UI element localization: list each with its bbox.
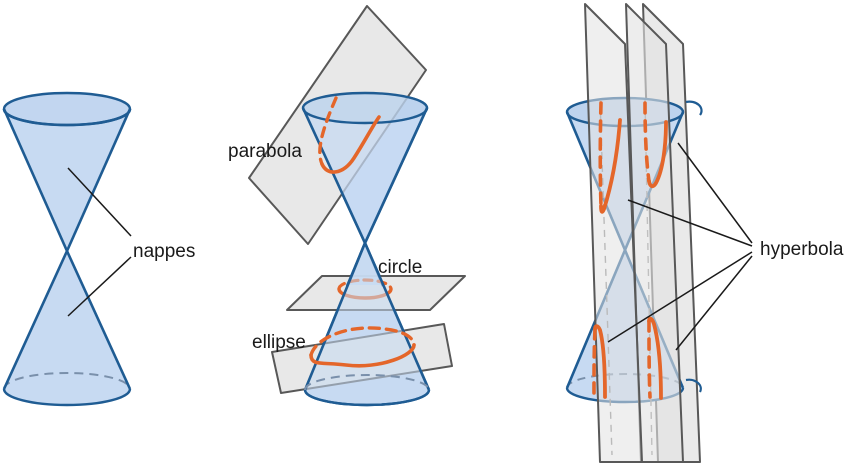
upper-nappe-left-edge <box>2 108 69 252</box>
upper-nappe-right-edge <box>65 108 132 252</box>
left-cone-lower-nappe <box>2 250 132 407</box>
hyperbola-curves-upper <box>598 101 668 214</box>
hyperbola-leader-1 <box>677 142 753 244</box>
label-hyperbola: hyperbola <box>760 239 844 260</box>
mid-lower-left-edge-overlay <box>303 242 367 391</box>
upper-nappe-body <box>4 109 130 251</box>
hyperbola-leader-4 <box>675 255 753 351</box>
lower-nappe-left-edge <box>2 250 69 390</box>
mid-upper-right-edge-overlay <box>363 107 429 244</box>
hyperbola-curves-lower <box>592 316 663 400</box>
label-parabola: parabola <box>228 141 302 162</box>
label-nappes: nappes <box>133 241 195 262</box>
nappes-leader-lower <box>67 256 132 317</box>
upper-nappe-front-rim <box>2 108 132 127</box>
mid-upper-top-ellipse-overlay <box>301 91 429 125</box>
mid-lower-right-edge-overlay <box>363 242 431 391</box>
parabola-curve-group <box>318 96 381 174</box>
lower-nappe-right-edge <box>65 250 132 390</box>
lower-nappe-body <box>4 251 130 405</box>
right-rim-sliver-top <box>685 100 703 116</box>
hyperbola-leader-3 <box>607 251 753 343</box>
hyperbola-lower-right-visible <box>647 316 663 400</box>
label-circle: circle <box>378 257 422 278</box>
hyperbola-leader-2 <box>627 199 753 247</box>
parabola-plane <box>248 5 429 245</box>
hyperbola-upper-right-hidden <box>643 101 651 183</box>
lower-base-hidden-arc <box>3 372 131 390</box>
hyperbola-lower-right-hidden <box>647 319 652 399</box>
hyperbola-upper-right-visible <box>647 120 668 189</box>
panel-parabola-circle-ellipse: parabola circle <box>228 5 466 407</box>
hyperbola-lower-left-visible <box>593 324 607 399</box>
right-rim-sliver-bottom <box>685 378 702 393</box>
ellipse-curve-group <box>309 326 416 368</box>
ellipse-plane <box>271 242 453 407</box>
mid-lower-base-hidden-arc-overlay <box>304 374 430 391</box>
nappes-leader-upper <box>67 167 132 237</box>
hyperbola-plane-left <box>584 3 643 463</box>
panel-hyperbola: hyperbola <box>565 3 844 463</box>
hyperbola-upper-left-hidden <box>598 101 603 208</box>
hyperbola-lower-left-hidden <box>592 327 597 396</box>
parabola-curve-visible <box>320 115 381 174</box>
mid-upper-cone-front-overlay <box>303 108 427 243</box>
lower-base-front-arc <box>2 388 132 407</box>
ellipse-curve-hidden <box>309 326 416 357</box>
ellipse-curve-visible <box>309 343 416 368</box>
label-ellipse: ellipse <box>252 332 306 353</box>
hyperbola-upper-left-visible <box>599 118 622 214</box>
panel-double-cone: nappes <box>2 91 195 407</box>
parabola-curve-hidden <box>318 96 338 166</box>
left-cone-upper-nappe <box>2 91 132 252</box>
mid-lower-base-front-arc-overlay <box>303 389 431 407</box>
mid-upper-left-edge-overlay <box>301 107 367 244</box>
